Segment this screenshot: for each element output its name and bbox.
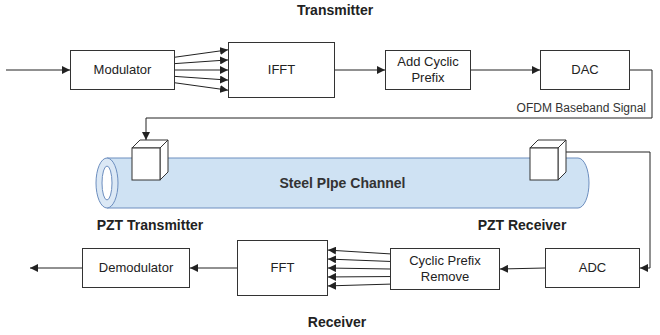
signal-connector <box>328 276 390 277</box>
section-heading: Receiver <box>308 314 366 330</box>
signal-connector <box>175 70 228 71</box>
signal-connector <box>175 60 228 64</box>
signal-connector <box>471 70 540 71</box>
transducer-label: PZT Transmitter <box>97 217 204 234</box>
section-heading: Transmitter <box>297 2 373 18</box>
signal-connector <box>328 284 390 286</box>
block-label: ADC <box>579 260 606 276</box>
block-label: Cyclic Prefix Remove <box>397 253 493 284</box>
pipe-channel: Steel PIpe Channel <box>95 157 590 209</box>
signal-connector <box>335 70 385 71</box>
process-box: Demodulator <box>82 248 190 288</box>
process-box: Modulator <box>70 50 175 90</box>
signal-label: OFDM Baseband Signal <box>515 101 648 115</box>
channel-label: Steel PIpe Channel <box>279 175 405 192</box>
process-box: Add Cyclic Prefix <box>385 50 471 90</box>
signal-connector <box>328 268 390 269</box>
block-label: DAC <box>571 62 598 78</box>
input-arrow <box>6 70 70 71</box>
process-box: FFT <box>237 240 328 296</box>
transducer-label: PZT Receiver <box>478 217 567 234</box>
block-label: IFFT <box>268 62 295 78</box>
signal-connector <box>175 76 228 80</box>
process-box: Cyclic Prefix Remove <box>390 248 500 290</box>
signal-connector <box>500 268 545 269</box>
signal-connector <box>190 268 237 269</box>
process-box: IFFT <box>228 42 335 98</box>
transducer-cube: PZT Receiver <box>530 140 566 180</box>
signal-connector <box>328 259 390 261</box>
signal-connector <box>175 50 228 57</box>
block-label: Add Cyclic Prefix <box>392 54 464 85</box>
signal-connector <box>328 250 390 254</box>
process-box: DAC <box>540 50 630 90</box>
block-label: Demodulator <box>99 260 173 276</box>
signal-connector <box>175 83 228 90</box>
process-box: ADC <box>545 248 640 288</box>
output-arrow <box>30 268 82 269</box>
cube-outline <box>530 140 566 180</box>
block-label: FFT <box>271 260 295 276</box>
cube-outline <box>132 140 168 180</box>
block-label: Modulator <box>94 62 152 78</box>
transducer-cube: PZT Transmitter <box>132 140 168 180</box>
